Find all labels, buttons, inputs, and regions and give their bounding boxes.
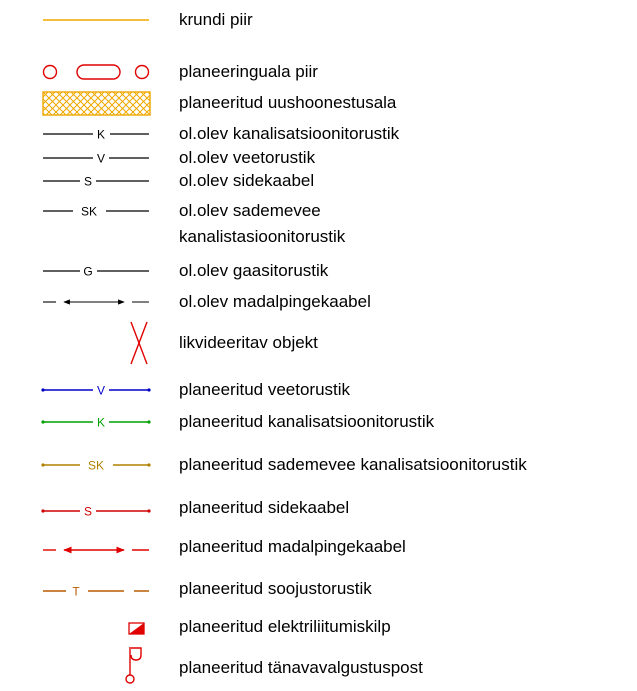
label-plan-kanalisatsioon: planeeritud kanalisatsioonitorustik	[179, 412, 435, 431]
planned-storm-sewer-symbol: SK	[41, 459, 151, 473]
existing-sewer-symbol: K	[43, 128, 149, 142]
label-plan-sademevee: planeeritud sademevee kanalisatsioonitor…	[179, 455, 527, 474]
existing-gas-symbol: G	[43, 265, 149, 279]
label-likvideeritav: likvideeritav objekt	[179, 333, 318, 352]
planned-heating-symbol: T	[43, 585, 149, 599]
label-olev-sidekaabel: ol.olev sidekaabel	[179, 171, 315, 190]
label-plan-sidekaabel: planeeritud sidekaabel	[179, 498, 350, 517]
existing-water-symbol: V	[43, 152, 149, 166]
label-krundi-piir: krundi piir	[179, 10, 253, 29]
code-k: K	[97, 416, 105, 430]
planned-comm-cable-symbol: S	[41, 505, 151, 519]
label-olev-sademevee: ol.olev sademevee	[179, 201, 321, 220]
label-plan-elektriliitumiskilp: planeeritud elektriliitumiskilp	[179, 617, 391, 636]
code-s: S	[84, 175, 92, 189]
code-sk: SK	[88, 459, 104, 473]
label-plan-soojustorustik: planeeritud soojustorustik	[179, 579, 372, 598]
label-olev-kanalisatsioon: ol.olev kanalisatsioonitorustik	[179, 124, 400, 143]
existing-comm-cable-symbol: S	[43, 175, 149, 189]
building-area-symbol	[42, 91, 151, 116]
label-olev-veetorustik: ol.olev veetorustik	[179, 148, 316, 167]
label-plan-veetorustik: planeeritud veetorustik	[179, 380, 351, 399]
label-plan-valgustuspost: planeeritud tänavavalgustuspost	[179, 658, 423, 677]
code-g: G	[83, 265, 92, 279]
connection-box-symbol	[128, 622, 145, 635]
code-t: T	[72, 585, 80, 599]
planned-sewer-symbol: K	[41, 416, 151, 430]
label-plan-madalpinge: planeeritud madalpingekaabel	[179, 537, 406, 556]
label-uushoonestusala: planeeritud uushoonestusala	[179, 93, 397, 112]
code-k: K	[97, 128, 105, 142]
label-olev-gaasitorustik: ol.olev gaasitorustik	[179, 261, 329, 280]
label-olev-sademevee-line2: kanalistasioonitorustik	[179, 227, 346, 246]
code-v: V	[97, 384, 105, 398]
street-light-symbol	[125, 647, 142, 684]
planning-area-boundary-symbol	[42, 64, 150, 80]
label-planeeringuala-piir: planeeringuala piir	[179, 62, 318, 81]
planned-water-symbol: V	[41, 384, 151, 398]
code-v: V	[97, 152, 105, 166]
label-olev-madalpinge: ol.olev madalpingekaabel	[179, 292, 371, 311]
code-s: S	[84, 505, 92, 519]
existing-storm-sewer-symbol: SK	[43, 205, 149, 219]
demolished-object-symbol	[130, 321, 148, 365]
code-sk: SK	[81, 205, 97, 219]
